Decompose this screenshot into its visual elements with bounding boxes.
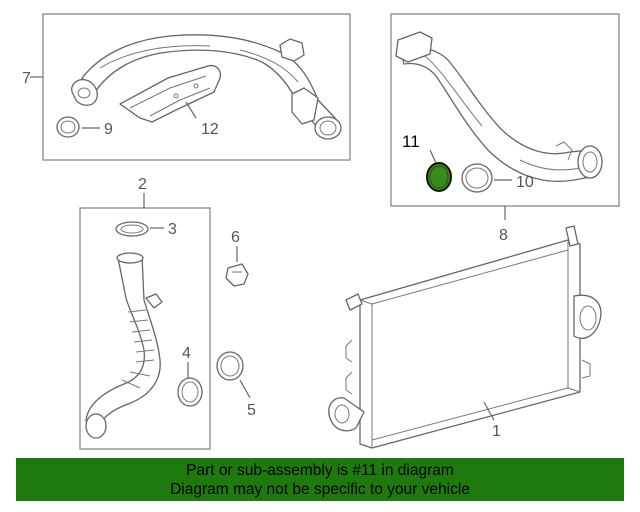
callout-5: 5 bbox=[247, 402, 256, 419]
callout-9: 9 bbox=[104, 121, 113, 138]
sensor-6 bbox=[225, 263, 249, 287]
callout-2: 2 bbox=[138, 176, 147, 193]
air-duct-7 bbox=[71, 34, 342, 140]
shield-12 bbox=[119, 64, 222, 123]
hose-8 bbox=[395, 31, 603, 182]
callout-8: 8 bbox=[499, 227, 508, 244]
clamp-3 bbox=[115, 221, 149, 237]
callout-10: 10 bbox=[516, 174, 534, 191]
callout-7: 7 bbox=[22, 70, 31, 87]
callout-3: 3 bbox=[168, 221, 177, 238]
parts-diagram: 7 9 12 8 bbox=[22, 13, 620, 450]
banner-line-2: Diagram may not be specific to your vehi… bbox=[170, 481, 470, 498]
clamp-10 bbox=[461, 163, 493, 193]
callout-6: 6 bbox=[231, 229, 240, 246]
intercooler-1 bbox=[328, 225, 602, 449]
duct-2 bbox=[85, 252, 163, 439]
banner-line-1: Part or sub-assembly is #11 in diagram bbox=[186, 462, 454, 479]
seal-11-highlighted bbox=[426, 162, 452, 192]
part-info-banner: Part or sub-assembly is #11 in diagram D… bbox=[16, 458, 624, 501]
clamp-9 bbox=[56, 116, 80, 138]
callout-4: 4 bbox=[182, 345, 191, 362]
group-2-box bbox=[79, 207, 211, 450]
clamp-4 bbox=[177, 377, 203, 407]
seal-5 bbox=[216, 351, 244, 381]
callout-12: 12 bbox=[201, 121, 219, 138]
callout-1: 1 bbox=[492, 423, 501, 440]
group-7-box bbox=[42, 13, 351, 161]
callout-11: 11 bbox=[402, 132, 420, 151]
